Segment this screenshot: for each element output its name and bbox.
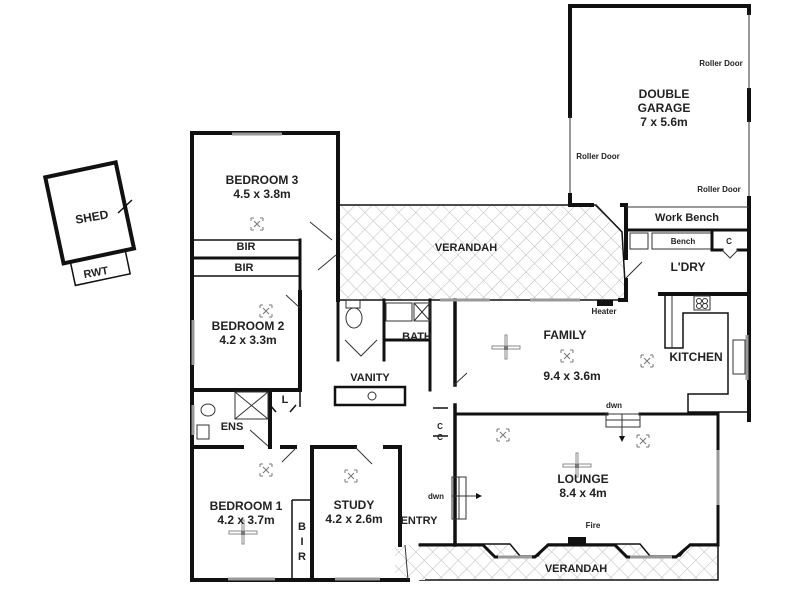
room-label-verandah-bottom: VERANDAH	[544, 563, 608, 575]
work-bench-label: Work Bench	[655, 212, 719, 224]
downlight-icon	[636, 434, 650, 448]
downlight-icon	[344, 469, 358, 483]
room-label-bath: BATH	[402, 331, 432, 343]
room-label-garage: DOUBLE GARAGE 7 x 5.6m	[637, 87, 691, 129]
downlight-icon	[496, 428, 510, 442]
steps-down-label: dwn	[606, 401, 622, 410]
main-walls	[190, 131, 720, 582]
room-name-line1: DOUBLE	[638, 87, 690, 101]
steps-down-label: dwn	[428, 492, 444, 501]
linen-label: L	[281, 394, 289, 406]
room-name: BEDROOM 3	[225, 173, 299, 187]
room-label-ensuite: ENS	[220, 421, 244, 433]
room-label-laundry: L'DRY	[670, 260, 706, 274]
bir-letter: I	[300, 535, 304, 548]
room-label-study: STUDY 4.2 x 2.6m	[325, 498, 383, 527]
ceiling-fan-icon	[491, 334, 521, 360]
roller-door-label: Roller Door	[697, 185, 741, 194]
room-label-bedroom2: BEDROOM 2 4.2 x 3.3m	[211, 319, 285, 348]
room-label-verandah-top: VERANDAH	[434, 242, 498, 254]
room-label-entry: ENTRY	[400, 515, 438, 527]
room-dims: 4.2 x 2.6m	[325, 511, 383, 526]
roller-door-label: Roller Door	[699, 59, 743, 68]
room-dims: 4.2 x 3.7m	[217, 512, 275, 527]
room-name: BEDROOM 1	[209, 499, 283, 513]
fire-label: Fire	[585, 521, 601, 530]
bir-letter: R	[298, 550, 306, 563]
downlight-icon	[640, 354, 654, 368]
room-name: BEDROOM 2	[211, 319, 285, 333]
roller-door-label: Roller Door	[576, 152, 620, 161]
bir-vertical-label: B I R	[298, 520, 306, 565]
room-dims: 7 x 5.6m	[640, 114, 688, 129]
cupboard-label: C	[437, 433, 443, 442]
heater-label: Heater	[591, 307, 617, 316]
bir-label: BIR	[234, 262, 254, 274]
room-name: STUDY	[333, 498, 375, 512]
room-dims: 4.5 x 3.8m	[233, 186, 291, 201]
room-dims: 8.4 x 4m	[559, 485, 607, 500]
shed	[42, 159, 137, 287]
bench-label: Bench	[670, 237, 696, 246]
bir-label: BIR	[236, 241, 256, 253]
downlight-icon	[259, 463, 273, 477]
cupboard-label: C	[437, 422, 443, 431]
downlight-icon	[250, 217, 264, 231]
room-dims: 4.2 x 3.3m	[219, 332, 277, 347]
kitchen-block	[664, 295, 749, 413]
room-name: LOUNGE	[557, 472, 609, 486]
room-label-lounge: LOUNGE 8.4 x 4m	[557, 472, 609, 501]
double-garage	[568, 4, 751, 223]
room-label-kitchen: KITCHEN	[669, 350, 723, 364]
room-label-vanity: VANITY	[350, 372, 390, 384]
room-dims-family: 9.4 x 3.6m	[543, 369, 601, 383]
laundry-block	[618, 196, 751, 422]
bir-letter: B	[298, 521, 306, 533]
room-name-line2: GARAGE	[637, 100, 691, 115]
cupboard-label: C	[726, 237, 732, 246]
room-label-family: FAMILY	[543, 328, 587, 342]
downlight-icon	[560, 349, 574, 363]
room-label-bedroom3: BEDROOM 3 4.5 x 3.8m	[225, 173, 299, 202]
downlight-icon	[259, 304, 273, 318]
room-label-bedroom1: BEDROOM 1 4.2 x 3.7m	[209, 499, 283, 528]
